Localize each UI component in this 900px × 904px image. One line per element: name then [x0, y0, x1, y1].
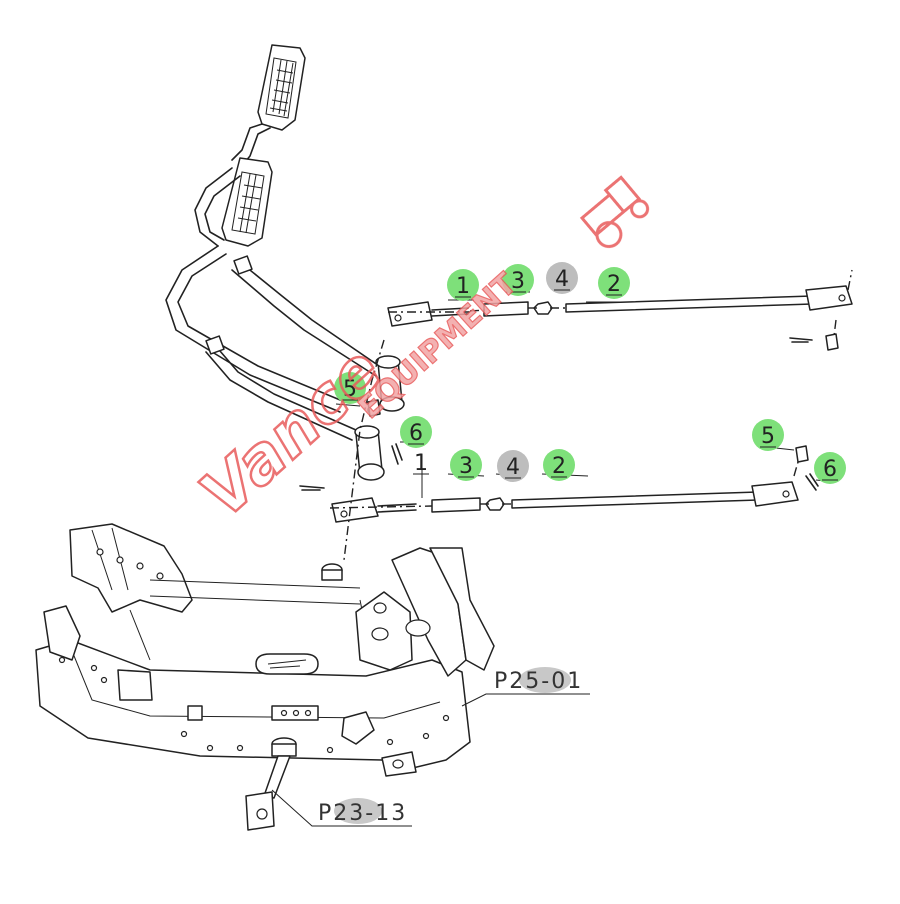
brake-pedal-assembly [165, 44, 405, 481]
callout-c5-left: 5 [334, 372, 366, 404]
callout-c3-bottom: 3 [450, 449, 482, 481]
callout-c5-right: 5 [752, 419, 784, 451]
assembly-center-lines [329, 269, 853, 561]
upper-pedal-pad [257, 44, 306, 131]
callout-highlight [447, 269, 479, 301]
pedal-hub-lower [354, 425, 385, 481]
upper-long-rod [565, 295, 813, 313]
callout-highlight [400, 416, 432, 448]
callout-number: 6 [823, 457, 837, 482]
callout-number: 5 [761, 424, 775, 449]
callout-highlight [814, 452, 846, 484]
reference-label-shaft: P23-13 [318, 798, 407, 826]
callout-number: 1 [414, 451, 428, 476]
ref-frame-code: P25-01 [494, 669, 583, 694]
upper-pedal-arm [231, 123, 263, 161]
callout-highlight [752, 419, 784, 451]
callout-number: 3 [459, 454, 473, 479]
callout-highlight [450, 449, 482, 481]
pedal-hub-upper [375, 355, 405, 412]
callout-number: 2 [552, 454, 566, 479]
callout-number: 1 [456, 274, 470, 299]
upper-clevis [387, 301, 433, 327]
callout-number: 2 [607, 272, 621, 297]
callout-c3-top: 3 [502, 264, 534, 296]
callout-c2-bottom: 2 [543, 449, 575, 481]
lower-pedal-pad [221, 157, 273, 247]
pedal-rod-upper [194, 167, 233, 247]
lower-rod-end-clevis [751, 481, 799, 507]
callout-c4-top: 4 [546, 262, 578, 294]
callout-c1-bottom: 1 [413, 451, 429, 476]
callout-badges: 1 3 4 2 5 6 1 3 4 2 5 6 [334, 262, 846, 484]
lower-sleeve [431, 497, 481, 513]
upper-rod-end-clevis [805, 285, 853, 311]
callout-c6-right: 6 [814, 452, 846, 484]
ref-shaft-code: P23-13 [318, 801, 407, 826]
callout-number: 4 [555, 267, 569, 292]
callout-highlight [543, 449, 575, 481]
pedal-support-frame [35, 523, 495, 777]
ref-shaft-leader [271, 789, 412, 827]
reference-label-frame: P25-01 [494, 667, 583, 694]
cross-shaft-lever [245, 737, 297, 831]
lower-long-rod [511, 491, 759, 509]
upper-rod-assembly [387, 285, 853, 351]
pedal-lever-right [239, 261, 383, 369]
callout-highlight [546, 262, 578, 294]
callout-highlight [502, 264, 534, 296]
ref-frame-leader [461, 693, 590, 707]
pedal-lever-left [165, 245, 341, 413]
callout-number: 5 [343, 377, 357, 402]
callout-c6-left: 6 [400, 416, 432, 448]
callout-highlight [497, 450, 529, 482]
tractor-icon [579, 175, 650, 249]
lower-rod-assembly [299, 445, 819, 523]
callout-number: 6 [409, 421, 423, 446]
callout-c1-top: 1 [447, 269, 479, 301]
callout-highlight [598, 267, 630, 299]
callout-number: 3 [511, 269, 525, 294]
callout-number: 4 [506, 455, 520, 480]
lower-clevis [331, 497, 379, 523]
callout-c2-top: 2 [598, 267, 630, 299]
callout-c4-bottom: 4 [497, 450, 529, 482]
watermark-text-equipment: EQUIPMENT [352, 266, 524, 426]
upper-sleeve [483, 301, 529, 317]
callout-highlight [334, 372, 366, 404]
